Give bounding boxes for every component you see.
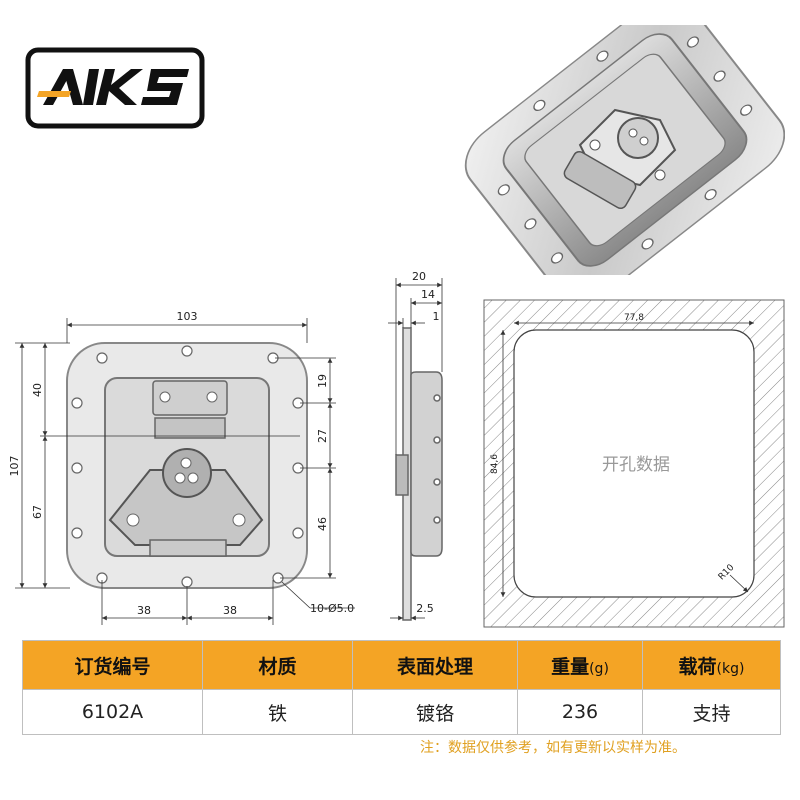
disclaimer-note: 注：数据仅供参考，如有更新以实样为准。	[420, 740, 686, 756]
header-material: 材质	[202, 640, 353, 690]
dim-side-inner: 14	[421, 288, 435, 301]
brand-logo	[25, 47, 205, 129]
value-weight: 236	[517, 689, 643, 735]
header-surface: 表面处理	[352, 640, 518, 690]
value-order-no: 6102A	[22, 689, 203, 735]
dim-top-offset: 40	[31, 383, 44, 397]
dim-right-3: 46	[316, 517, 329, 531]
logo-mark	[37, 69, 189, 105]
spec-table-header-row: 订货编号 材质 表面处理 重量(g) 载荷(kg)	[22, 640, 781, 690]
cutout-width: 77,8	[624, 313, 644, 323]
dim-right-2: 27	[316, 429, 329, 443]
value-material: 铁	[202, 689, 353, 735]
technical-drawing: 103 107 40 67 19 27 46 38 38 10-Ø5.0 20 …	[8, 270, 785, 628]
front-dimension-labels: 103 107 40 67 19 27 46 38 38 10-Ø5.0	[8, 310, 354, 617]
header-weight: 重量(g)	[517, 640, 643, 690]
cutout-height: 84,6	[490, 454, 500, 474]
cutout-view: 77,8 84,6 R10 开孔数据	[483, 299, 785, 628]
dim-hole-spacing-right: 38	[223, 604, 237, 617]
value-load: 支持	[642, 689, 781, 735]
cutout-label: 开孔数据	[602, 455, 670, 475]
latch-plate	[563, 108, 677, 210]
dim-hole-spacing-left: 38	[137, 604, 151, 617]
dim-holes: 10-Ø5.0	[310, 602, 354, 615]
header-load: 载荷(kg)	[642, 640, 781, 690]
front-view	[66, 342, 308, 589]
dim-width: 103	[177, 310, 198, 323]
dim-bottom-offset: 67	[31, 505, 44, 519]
side-view	[395, 327, 443, 621]
spec-table-value-row: 6102A 铁 镀铬 236 支持	[22, 689, 781, 735]
dim-side-flange: 1	[433, 310, 440, 323]
side-dimension-labels: 20 14 1 2.5	[412, 270, 440, 615]
front-dimensions	[15, 318, 355, 625]
spec-table: 订货编号 材质 表面处理 重量(g) 载荷(kg) 6102A 铁 镀铬 236…	[22, 640, 781, 735]
side-dimensions	[388, 278, 443, 621]
dim-height: 107	[8, 456, 21, 477]
header-order-no: 订货编号	[22, 640, 203, 690]
dim-side-thickness: 2.5	[416, 602, 434, 615]
product-photo	[464, 25, 785, 275]
value-surface: 镀铬	[352, 689, 518, 735]
dim-right-1: 19	[316, 374, 329, 388]
dim-side-depth: 20	[412, 270, 426, 283]
